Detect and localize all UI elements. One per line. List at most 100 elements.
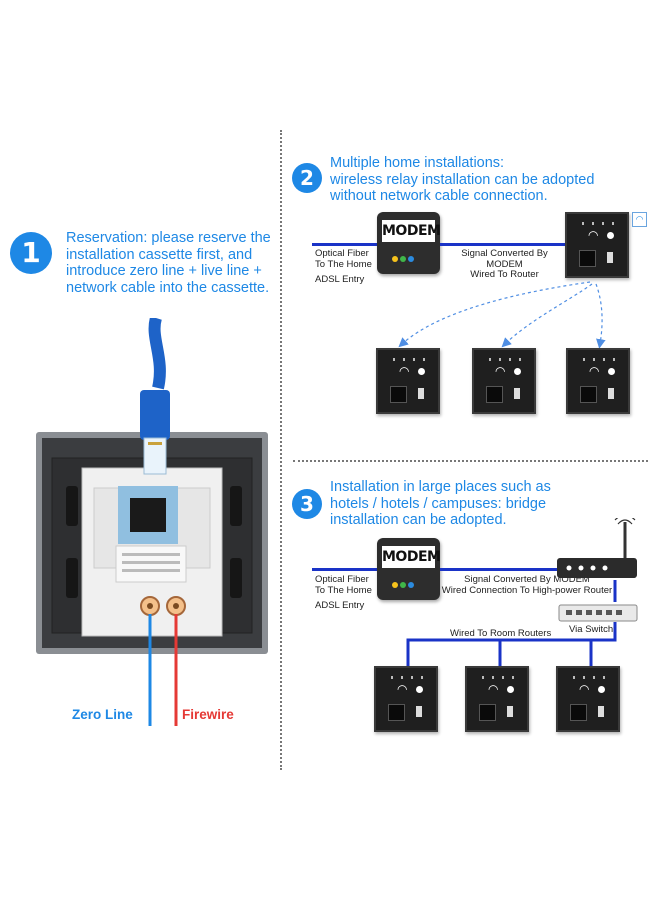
wall-panel-router: ◠ <box>376 348 440 414</box>
status-led <box>573 676 575 679</box>
status-led <box>499 358 501 361</box>
status-led <box>392 582 398 588</box>
ethernet-port <box>388 704 405 721</box>
power-button-icon <box>416 686 423 693</box>
ethernet-port <box>479 704 496 721</box>
wall-panel-router: ◠ <box>556 666 620 732</box>
step-1-line: Reservation: please reserve the <box>66 230 271 246</box>
status-led <box>502 676 504 679</box>
step-1-line: introduce zero line + live line + <box>66 263 262 279</box>
wifi-icon: ◠ <box>399 364 410 378</box>
wifi-icon: ◠ <box>397 682 408 696</box>
optical-fiber-label-2: Optical Fiber To The Home <box>315 248 372 270</box>
step-3-line: Installation in large places such as <box>330 479 551 495</box>
status-led <box>400 256 406 262</box>
status-led <box>413 358 415 361</box>
step-2-description: Multiple home installations: wireless re… <box>330 155 650 205</box>
step-1-line: installation cassette first, and <box>66 246 253 263</box>
status-led <box>423 358 425 361</box>
power-button-icon <box>514 368 521 375</box>
status-led <box>593 358 595 361</box>
power-button-icon <box>608 368 615 375</box>
step-2-line: Multiple home installations: <box>330 155 505 171</box>
status-led <box>512 676 514 679</box>
status-led <box>393 358 395 361</box>
status-led <box>519 358 521 361</box>
cassette-illustration <box>36 318 268 726</box>
status-led <box>401 676 403 679</box>
ethernet-port <box>580 386 597 403</box>
signal-line: Signal Converted By MODEM <box>464 574 590 585</box>
status-led <box>408 582 414 588</box>
optical-fiber-line: Optical Fiber <box>315 248 369 259</box>
status-led <box>392 256 398 262</box>
status-led <box>603 358 605 361</box>
wall-panel-router: ◠ <box>566 348 630 414</box>
wifi-icon: ◠ <box>579 682 590 696</box>
modem-device: MODEM <box>377 538 441 600</box>
via-switch-label: Via Switch <box>569 624 614 635</box>
power-button-icon <box>598 686 605 693</box>
ethernet-port <box>390 386 407 403</box>
modem-label: MODEM <box>382 546 441 568</box>
optical-fiber-line: To The Home <box>315 584 372 596</box>
adsl-entry-label-2: ADSL Entry <box>315 274 365 285</box>
zero-line-label: Zero Line <box>72 707 133 722</box>
step-1-description: Reservation: please reserve the installa… <box>66 230 281 296</box>
status-led <box>492 676 494 679</box>
modem-to-router-line-3 <box>440 568 558 571</box>
power-button-icon <box>607 232 614 239</box>
signal-converted-label-2: Signal Converted By MODEM Wired To Route… <box>443 248 566 281</box>
usb-port <box>416 706 422 717</box>
ethernet-port <box>486 386 503 403</box>
router-device <box>557 518 637 578</box>
status-led <box>509 358 511 361</box>
status-led <box>411 676 413 679</box>
ethernet-port <box>570 704 587 721</box>
status-led <box>592 222 594 225</box>
status-led <box>403 358 405 361</box>
status-led <box>408 256 414 262</box>
step-3-line: hotels / hotels / campuses: bridge <box>330 495 547 512</box>
step-1-line: network cable into the cassette. <box>66 279 270 296</box>
optical-fiber-line: Optical Fiber <box>315 574 369 585</box>
usb-port <box>418 388 424 399</box>
wireless-relay-arrows <box>398 281 606 349</box>
modem-to-router-line-2 <box>440 243 565 246</box>
wall-panel-router: ◠ <box>374 666 438 732</box>
status-led <box>583 676 585 679</box>
status-led <box>482 676 484 679</box>
wall-panel-router: ◠ <box>465 666 529 732</box>
status-led <box>583 358 585 361</box>
wall-panel-router-main: ◠ <box>565 212 629 278</box>
optical-fiber-line: To The Home <box>315 258 372 270</box>
step-3-line: installation can be adopted. <box>330 512 507 528</box>
wired-to-room-label: Wired To Room Routers <box>450 628 552 639</box>
wifi-icon: ◠ <box>488 682 499 696</box>
signal-line: Wired Connection To High-power Router <box>441 584 613 596</box>
status-led <box>400 582 406 588</box>
usb-port <box>607 252 613 263</box>
fiber-line-3 <box>312 568 378 571</box>
modem-device: MODEM <box>377 212 441 274</box>
status-led <box>603 676 605 679</box>
wifi-badge-icon: ◠ <box>632 212 647 227</box>
power-button-icon <box>418 368 425 375</box>
wifi-icon: ◠ <box>588 228 599 242</box>
signal-line: Wired To Router <box>470 269 539 280</box>
fiber-line-2 <box>312 243 378 246</box>
power-button-icon <box>507 686 514 693</box>
status-led <box>391 676 393 679</box>
wifi-icon: ◠ <box>589 364 600 378</box>
signal-line: Signal Converted By MODEM <box>461 248 548 270</box>
signal-converted-label-3: Signal Converted By MODEM Wired Connecti… <box>440 574 614 596</box>
wifi-icon: ◠ <box>495 364 506 378</box>
step-3-badge: 3 <box>292 489 322 519</box>
adsl-entry-label-3: ADSL Entry <box>315 600 365 611</box>
optical-fiber-label-3: Optical Fiber To The Home <box>315 574 372 596</box>
wall-panel-router: ◠ <box>472 348 536 414</box>
status-led <box>489 358 491 361</box>
vertical-divider <box>280 130 282 770</box>
switch-device <box>558 604 638 622</box>
horizontal-divider <box>293 460 648 462</box>
